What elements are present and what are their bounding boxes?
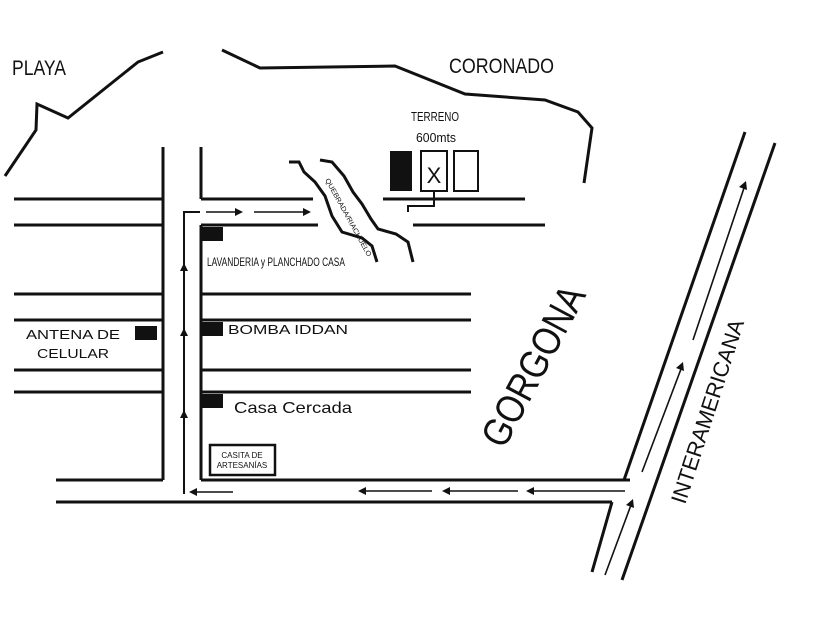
lot-x-mark: X	[427, 163, 442, 188]
casita-label-line1: CASITA DE	[221, 451, 262, 460]
bomba-label: BOMBA IDDAN	[228, 322, 348, 337]
quebrada-label: QUEBRADA/RIACHUELO	[323, 178, 372, 259]
place-label-playa: PLAYA	[12, 57, 66, 80]
casita-label-line2: ARTESANÍAS	[217, 461, 268, 470]
lavanderia-marker	[201, 227, 223, 241]
antena-marker	[135, 326, 157, 340]
place-label-coronado: CORONADO	[449, 55, 554, 78]
antena-label-line1: ANTENA DE	[26, 327, 120, 342]
casita-box	[208, 443, 277, 477]
lot-filled	[390, 151, 412, 191]
coastline-top	[221, 48, 594, 184]
lot-selected	[420, 150, 448, 192]
terreno-label: TERRENO	[411, 109, 459, 124]
lot-empty	[453, 150, 479, 192]
route-arrows	[180, 181, 747, 576]
quebrada-stream	[289, 158, 415, 263]
antena-label-line2: CELULAR	[37, 346, 109, 361]
terreno-lots	[390, 150, 479, 212]
casa-cercada-label: Casa Cercada	[234, 400, 352, 417]
gorgona-label: GORGONA	[473, 278, 595, 454]
lavanderia-label: LAVANDERIA y PLANCHADO CASA	[207, 255, 345, 269]
bomba-marker	[201, 322, 223, 336]
interamericana-highway	[590, 131, 777, 581]
terreno-size-label: 600mts	[416, 130, 456, 145]
casa-cercada-marker	[201, 394, 223, 408]
street-grid	[14, 147, 630, 504]
coastline-left	[3, 50, 164, 177]
interamericana-label: INTERAMERICANA	[666, 316, 749, 507]
